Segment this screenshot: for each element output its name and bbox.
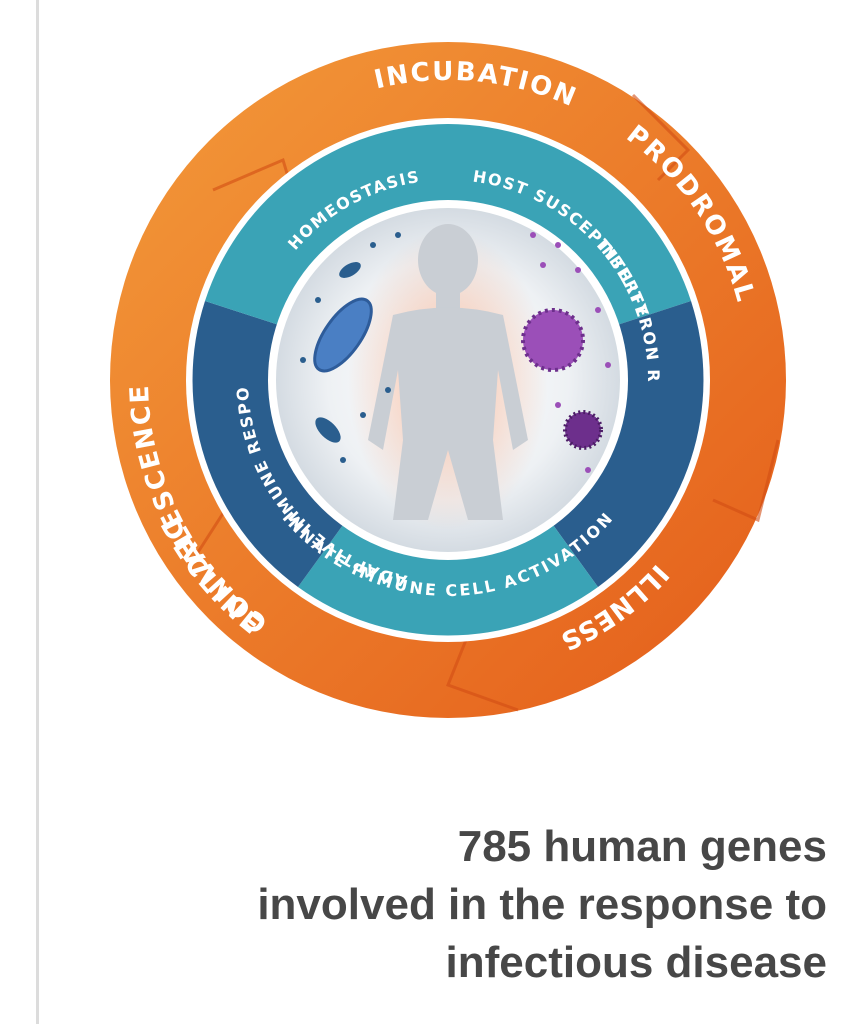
virus-particle-dots	[530, 232, 611, 473]
infection-response-diagram: INCUBATION PRODROMAL ILLNESS DECLINE CON…	[80, 5, 828, 740]
human-figure-icon	[368, 224, 528, 520]
caption-line-2: involved in the response to	[257, 880, 827, 929]
particle-dots	[300, 232, 401, 463]
diagram-svg: INCUBATION PRODROMAL ILLNESS DECLINE CON…	[80, 5, 786, 718]
virus-icon	[521, 308, 603, 450]
caption-line-1: 785 human genes	[457, 822, 827, 871]
left-border-rule	[36, 0, 39, 1024]
caption-line-3: infectious disease	[445, 938, 827, 987]
caption: 785 human genes involved in the response…	[67, 818, 827, 992]
bacteria-icon	[313, 262, 373, 443]
